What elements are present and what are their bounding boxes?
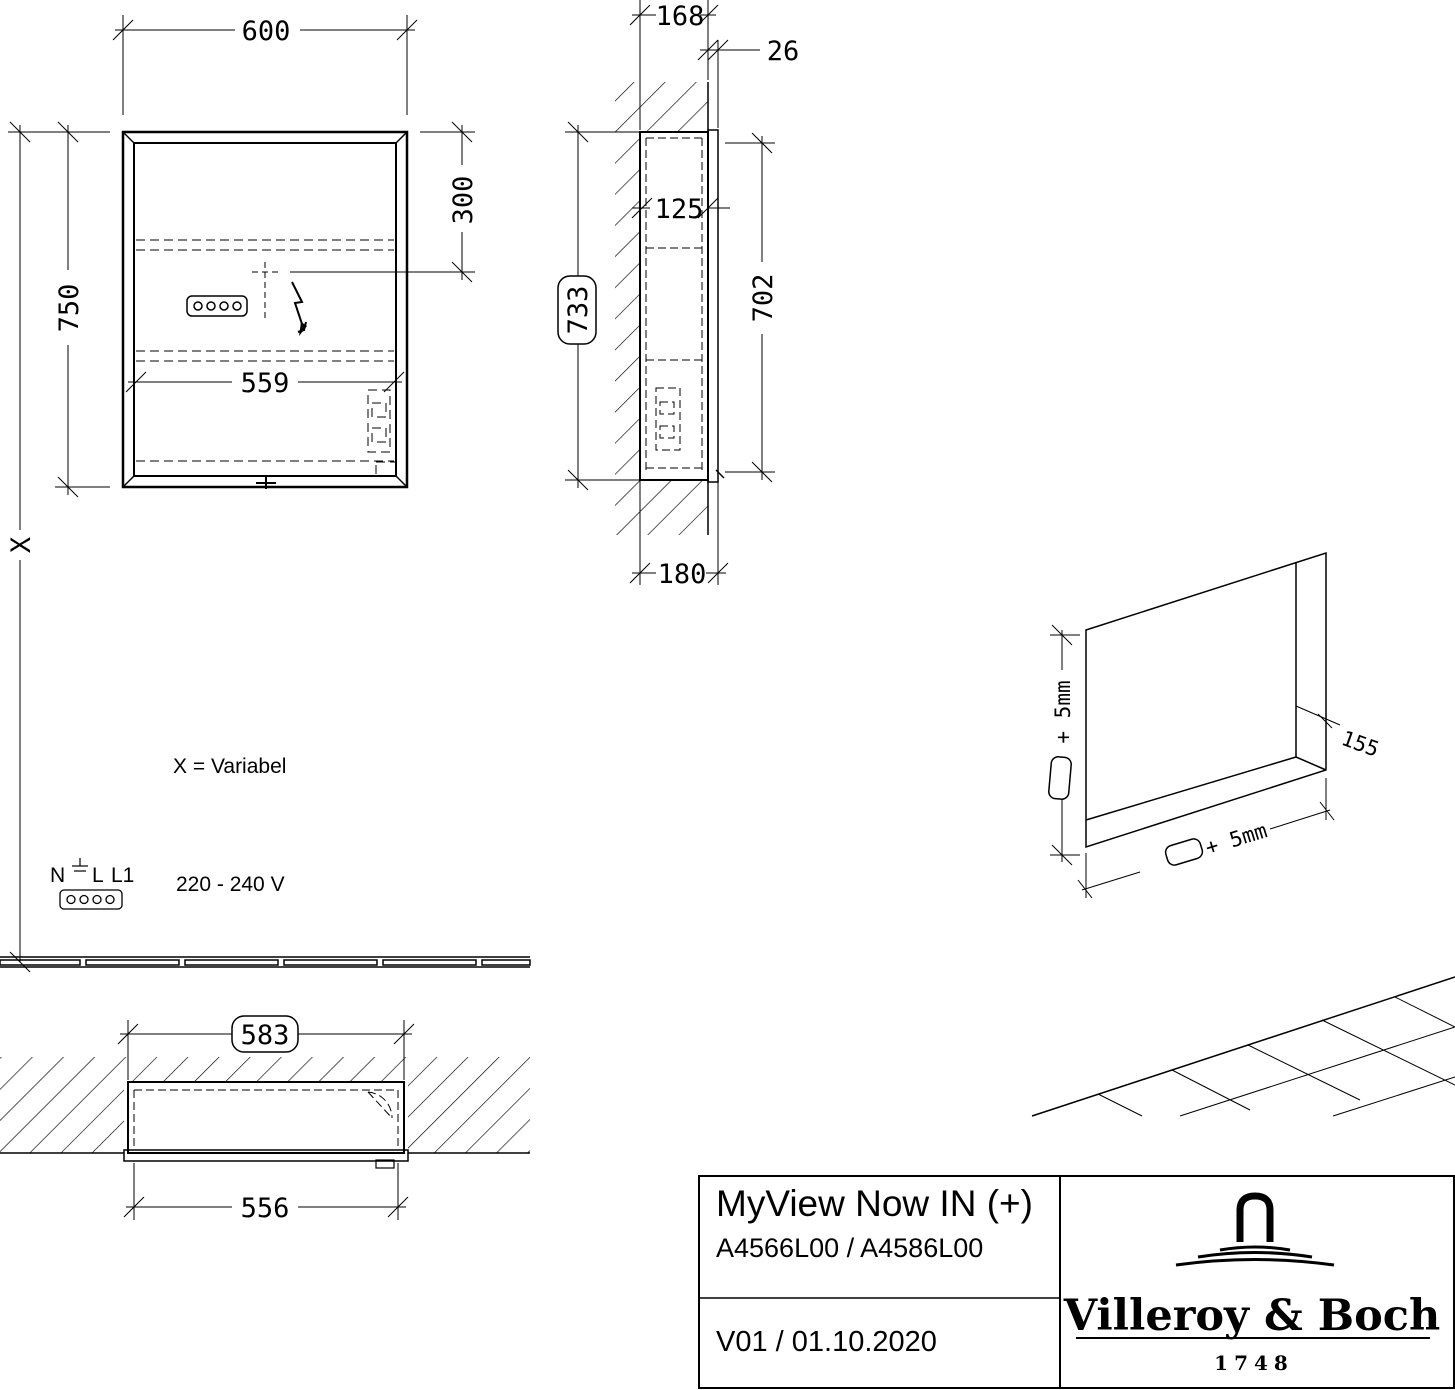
dim-width-600: 600 [242, 16, 291, 47]
lightning-icon [291, 281, 307, 333]
dim-inner-width-559: 559 [241, 368, 290, 399]
floor-line [0, 956, 531, 968]
bottom-sensor-icon [256, 477, 276, 489]
side-wall-hatch [615, 82, 708, 535]
voltage-label: 220 - 240 V [176, 873, 285, 896]
brand-year: 1748 [1214, 1351, 1294, 1375]
dim-height-tolerance: + 5mm [1051, 680, 1075, 743]
cabinet-inner-frame [133, 142, 397, 477]
dim-height-750: 750 [54, 284, 85, 333]
front-view [121, 130, 409, 489]
product-name: MyView Now IN (+) [716, 1183, 1033, 1224]
top-view [0, 1057, 530, 1169]
brand-name: Villeroy & Boch [1063, 1291, 1441, 1341]
dim-compartment-125: 125 [655, 194, 704, 225]
front-view-dimensions [8, 15, 475, 973]
side-view [615, 82, 725, 535]
version-date: V01 / 01.10.2020 [716, 1326, 937, 1358]
terminal-label-l1: L1 [111, 864, 134, 887]
article-numbers: A4566L00 / A4586L00 [716, 1233, 983, 1263]
brand-logo-icon [1175, 1192, 1335, 1267]
top-view-dimensions [117, 1015, 415, 1220]
dim-inner-width-556: 556 [241, 1193, 290, 1224]
dim-niche-depth-155: 155 [1338, 726, 1382, 762]
floor-tiles-isometric [1031, 976, 1455, 1117]
socket-strip-icon [186, 295, 248, 317]
dim-width-tolerance: + 5mm [1202, 818, 1269, 859]
dim-niche-height-733: 733 [563, 286, 594, 335]
dim-height-702: 702 [748, 274, 779, 323]
dim-depth-168: 168 [656, 1, 705, 32]
dim-total-depth-180: 180 [658, 559, 707, 590]
ground-icon [72, 858, 88, 872]
side-view-dimensions [557, 0, 775, 585]
terminal-connector-icon [59, 889, 123, 910]
niche-isometric [1048, 551, 1341, 899]
terminal-block: N L L1 [50, 858, 134, 910]
power-outlet-marker [252, 262, 278, 318]
variable-note: X = Variabel [173, 755, 286, 778]
dim-socket-height-300: 300 [448, 176, 479, 225]
dim-front-26: 26 [767, 36, 800, 67]
dim-floor-distance-x: X [6, 537, 37, 553]
title-block [698, 1175, 1455, 1389]
hidden-shelves [136, 239, 397, 477]
dim-niche-width-583: 583 [241, 1020, 290, 1051]
terminal-label-l: L [92, 864, 104, 887]
cabinet-outer-frame [121, 130, 409, 489]
terminal-label-n: N [50, 864, 65, 887]
